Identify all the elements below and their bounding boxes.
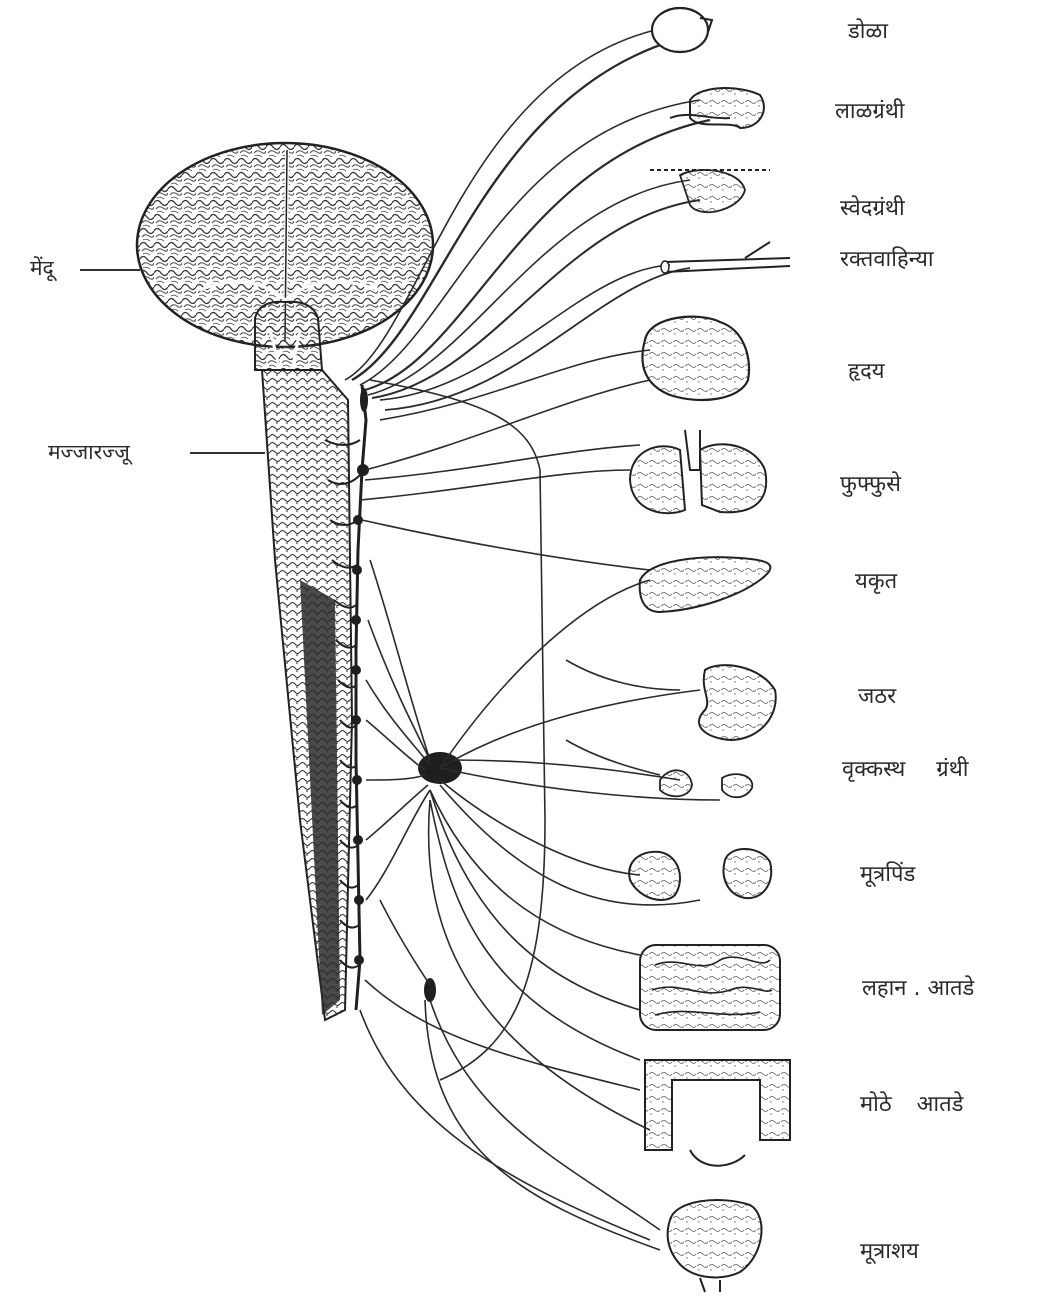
- spinal-cord-leader-line: [190, 452, 265, 454]
- organ-salivary-gland: [670, 88, 764, 128]
- organ-lungs: [630, 430, 766, 513]
- organ-sweat-gland: [650, 170, 770, 212]
- organ-liver: [640, 557, 771, 612]
- spinal-cord: [262, 370, 462, 1020]
- organ-large-intestine: [645, 1060, 790, 1166]
- label-kidneys: मूत्रपिंड: [860, 858, 915, 888]
- organ-stomach: [699, 665, 776, 740]
- label-salivary-gland: लाळग्रंथी: [835, 95, 905, 125]
- brain-leader-line: [80, 269, 140, 271]
- label-eye: डोळा: [848, 15, 888, 45]
- label-stomach: जठर: [858, 680, 896, 710]
- label-liver: यकृत: [855, 565, 897, 595]
- label-large-intestine: मोठे आतडे: [860, 1088, 963, 1118]
- label-adrenal-gland: वृक्कस्थ ग्रंथी: [842, 753, 968, 783]
- label-heart: हृदय: [848, 355, 885, 385]
- label-urinary-bladder: मूत्राशय: [860, 1235, 919, 1265]
- brain: [137, 143, 433, 370]
- label-lungs: फुफ्फुसे: [840, 468, 901, 498]
- organ-small-intestine: [640, 945, 780, 1030]
- label-small-intestine: लहान . आतडे: [862, 972, 974, 1002]
- organ-kidneys: [629, 849, 771, 900]
- organ-urinary-bladder: [668, 1200, 762, 1292]
- organ-blood-vessels: [661, 242, 790, 273]
- label-blood-vessels: रक्तवाहिन्या: [840, 243, 934, 273]
- organ-heart: [642, 317, 749, 400]
- organ-eye: [652, 8, 712, 52]
- organ-adrenal-gland: [660, 770, 752, 797]
- spinal-cord-label: मज्जारज्जू: [48, 438, 130, 466]
- label-sweat-gland: स्वेदग्रंथी: [840, 192, 905, 222]
- brain-label: मेंदू: [30, 254, 54, 282]
